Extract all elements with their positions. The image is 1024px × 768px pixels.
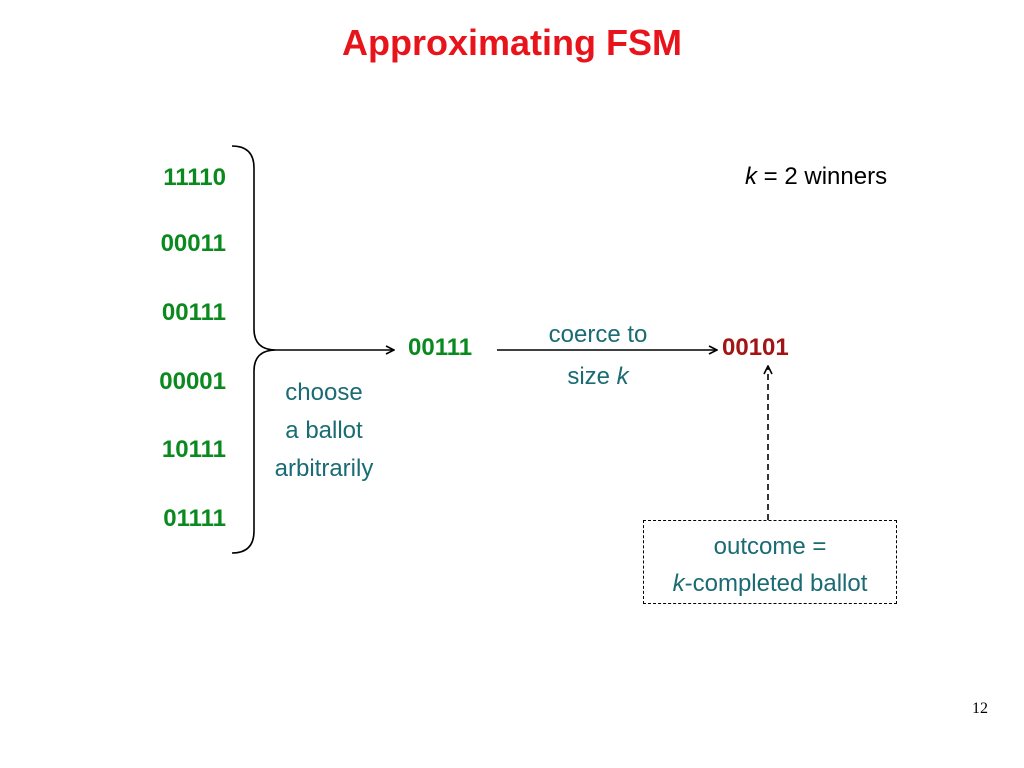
result-ballot: 00101	[722, 334, 789, 361]
curly-brace	[231, 145, 277, 554]
outcome-completed-text: -completed ballot	[684, 570, 868, 597]
choose-label-line-1: choose	[285, 379, 363, 406]
coerce-label-size-text: size	[567, 363, 617, 390]
outcome-line-2: k-completed ballot	[644, 565, 896, 602]
choose-label-line-2: a ballot	[285, 417, 363, 444]
choose-label: choose a ballot arbitrarily	[254, 374, 394, 488]
ballot-5: 10111	[161, 436, 226, 463]
outcome-box: outcome = k-completed ballot	[643, 520, 897, 604]
choose-label-line-3: arbitrarily	[274, 455, 374, 482]
ballot-3: 00111	[161, 299, 226, 326]
slide-title: Approximating FSM	[342, 22, 682, 63]
winners-k-var: k	[745, 163, 757, 190]
ballot-4: 00001	[159, 368, 226, 395]
ballot-2: 00011	[160, 230, 226, 257]
winners-text: = 2 winners	[757, 163, 888, 190]
winners-label: k = 2 winners	[745, 163, 887, 191]
coerce-label-k-var: k	[616, 363, 629, 390]
outcome-k-var: k	[672, 570, 685, 597]
ballot-1: 11110	[163, 164, 226, 191]
coerce-label: coerce to size k	[528, 314, 668, 398]
coerce-label-line-1: coerce to	[548, 321, 648, 348]
chosen-ballot: 00111	[408, 334, 473, 361]
coerce-label-line-2: size k	[528, 356, 668, 398]
page-number: 12	[972, 700, 988, 717]
ballot-6: 01111	[163, 505, 226, 532]
outcome-line-1: outcome =	[713, 533, 827, 560]
